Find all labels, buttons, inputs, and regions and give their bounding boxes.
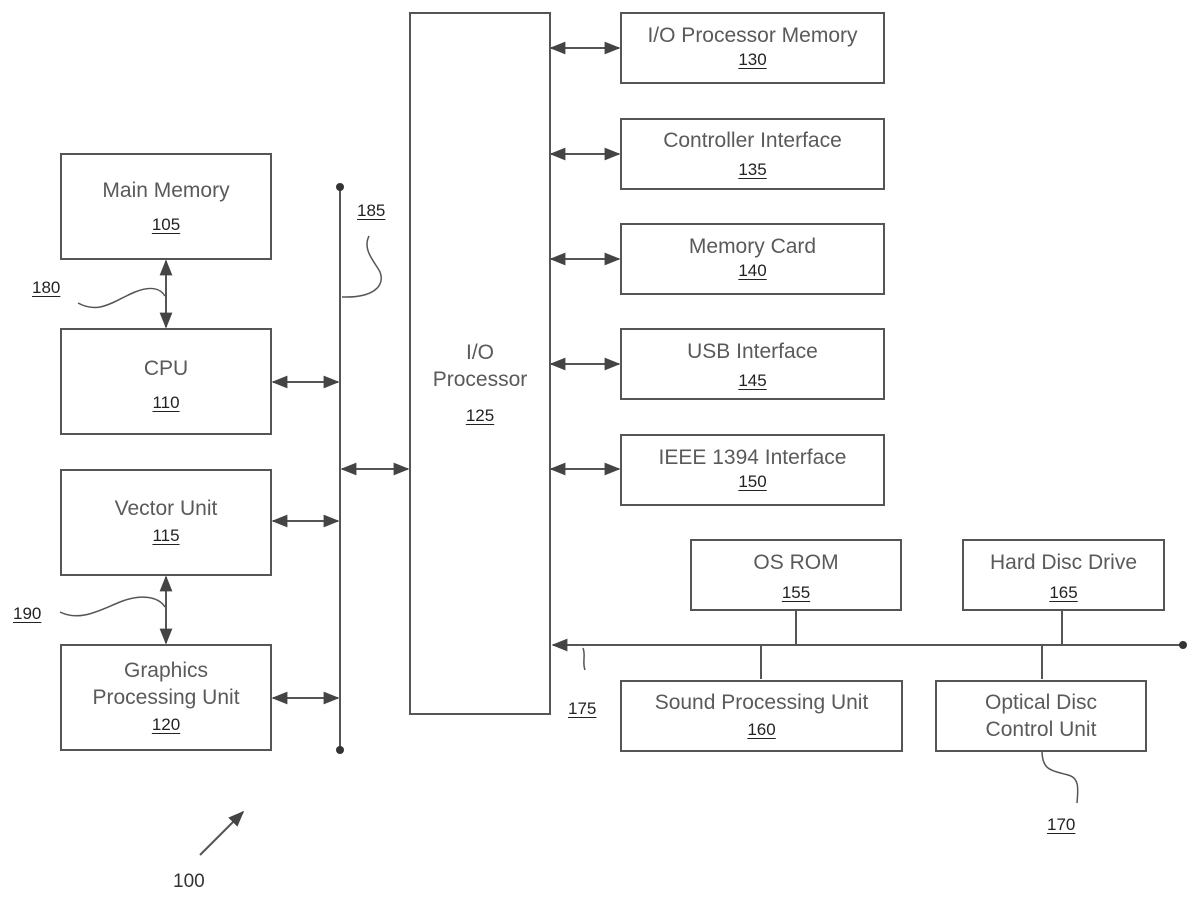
- block-name: Memory Card: [689, 233, 816, 260]
- block-name: Controller Interface: [663, 127, 842, 154]
- leader-190: [60, 597, 165, 616]
- block-name: Hard Disc Drive: [990, 549, 1137, 576]
- block-name: OS ROM: [753, 549, 838, 576]
- block-number: 130: [738, 49, 766, 71]
- block-name-line2: Control Unit: [986, 716, 1097, 743]
- block-name: USB Interface: [687, 338, 818, 365]
- figure-arrow: [200, 812, 243, 855]
- block-name-line2: Processor: [433, 366, 528, 393]
- main-memory-block: Main Memory 105: [60, 153, 272, 260]
- block-name-line2: Processing Unit: [92, 684, 239, 711]
- io-processor-block: I/O Processor 125: [409, 12, 551, 715]
- hard-disc-drive-block: Hard Disc Drive 165: [962, 539, 1165, 611]
- block-number: 115: [152, 525, 179, 547]
- block-number: 140: [738, 260, 766, 282]
- os-rom-block: OS ROM 155: [690, 539, 902, 611]
- gpu-block: Graphics Processing Unit 120: [60, 644, 272, 751]
- leader-180: [78, 289, 165, 308]
- block-number: 165: [1049, 582, 1077, 604]
- block-name-line1: Graphics: [124, 657, 208, 684]
- block-name: IEEE 1394 Interface: [659, 444, 847, 471]
- block-name: Vector Unit: [115, 495, 218, 522]
- block-number: 160: [747, 719, 775, 741]
- block-number: 105: [152, 214, 180, 236]
- io-processor-memory-block: I/O Processor Memory 130: [620, 12, 885, 84]
- block-number: 150: [738, 471, 766, 493]
- ref-label-180: 180: [32, 278, 60, 298]
- ref-label-185: 185: [357, 201, 385, 221]
- block-number: 120: [152, 714, 180, 736]
- optical-disc-control-unit-block: Optical Disc Control Unit: [935, 680, 1147, 752]
- leader-185: [342, 236, 381, 297]
- leader-175: [583, 648, 585, 670]
- ieee1394-interface-block: IEEE 1394 Interface 150: [620, 434, 885, 506]
- block-name: Main Memory: [102, 177, 229, 204]
- block-number: 110: [152, 392, 179, 414]
- leader-170: [1042, 750, 1078, 803]
- block-number: 145: [738, 370, 766, 392]
- block-name: CPU: [144, 355, 188, 382]
- vector-unit-block: Vector Unit 115: [60, 469, 272, 576]
- block-name-line1: Optical Disc: [985, 689, 1097, 716]
- ref-label-175: 175: [568, 699, 596, 719]
- block-name: Sound Processing Unit: [655, 689, 869, 716]
- sound-processing-unit-block: Sound Processing Unit 160: [620, 680, 903, 752]
- ref-label-190: 190: [13, 604, 41, 624]
- usb-interface-block: USB Interface 145: [620, 328, 885, 400]
- block-number: 155: [782, 582, 810, 604]
- ref-label-170: 170: [1047, 815, 1075, 835]
- figure-ref-label: 100: [173, 871, 205, 893]
- block-name: I/O Processor Memory: [647, 22, 857, 49]
- block-number: 135: [738, 159, 766, 181]
- memory-card-block: Memory Card 140: [620, 223, 885, 295]
- cpu-block: CPU 110: [60, 328, 272, 435]
- controller-interface-block: Controller Interface 135: [620, 118, 885, 190]
- block-name-line1: I/O: [466, 339, 494, 366]
- block-number: 125: [466, 405, 494, 427]
